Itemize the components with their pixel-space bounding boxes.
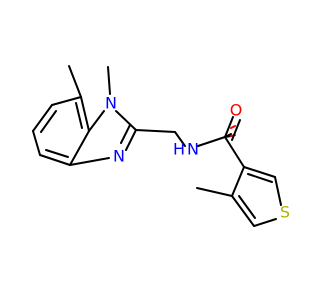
atom-s-thiophene-label: S xyxy=(280,203,290,222)
bond-c12-c7 xyxy=(80,96,90,132)
bond-carbonyl-2 xyxy=(230,125,236,129)
bond-c2-n3 xyxy=(125,129,137,151)
bond-n3-c11 xyxy=(69,157,110,166)
bond-c10-c11-inner xyxy=(45,149,69,158)
bond-c7-methyl xyxy=(68,65,82,98)
bond-c9-c10 xyxy=(32,130,41,156)
bond-c4-c3 xyxy=(231,166,245,197)
bond-c3-c2t-inner xyxy=(247,173,273,183)
bond-c10-c11 xyxy=(39,154,71,166)
bond-co-double-b xyxy=(231,119,241,141)
bond-c2t-s xyxy=(274,176,282,206)
bond-c5-c4-inner xyxy=(238,195,256,219)
bond-c5-c4 xyxy=(231,195,255,227)
bond-co-double-a xyxy=(224,116,234,138)
molecule-diagram: N N N H O S xyxy=(0,0,300,300)
bond-c2-n3-inner xyxy=(120,124,131,144)
bond-ccarbonyl-c3 xyxy=(224,136,245,168)
atom-n-amide-label: N xyxy=(187,140,199,159)
bond-c3-c2t xyxy=(243,166,276,178)
bond-ch2-namide xyxy=(174,131,186,147)
bond-c4-methyl xyxy=(196,187,233,197)
bond-c8-c9 xyxy=(32,104,53,132)
bond-n1-c2 xyxy=(115,110,137,131)
bond-c12-n1 xyxy=(88,110,105,132)
bond-n1-methyl xyxy=(107,66,111,95)
bond-c7-c8 xyxy=(51,96,82,106)
bond-c12-c7-inner xyxy=(75,102,83,129)
bond-namide-ccarbonyl xyxy=(197,136,226,147)
bond-s-c5 xyxy=(253,218,277,227)
bond-c8-c9-inner xyxy=(40,110,57,133)
background xyxy=(0,0,300,300)
atom-n-methyl-label: N xyxy=(105,94,117,113)
atom-h-amide-label: H xyxy=(173,140,185,159)
atom-o-carbonyl-label: O xyxy=(230,101,243,120)
bond-c2-ch2 xyxy=(135,129,176,133)
bond-c11-c12 xyxy=(69,130,90,166)
atom-n-imine-label: N xyxy=(113,147,125,166)
